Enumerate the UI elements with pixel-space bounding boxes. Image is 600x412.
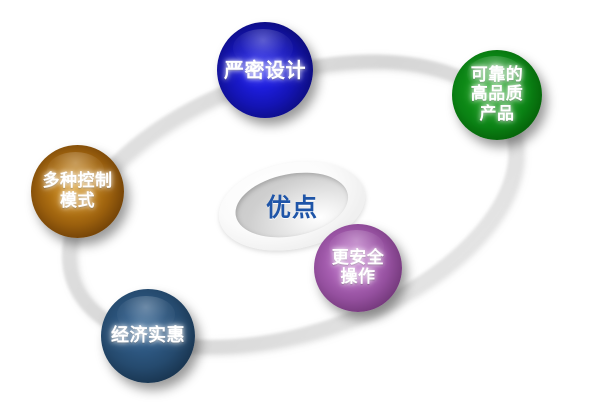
node-design[interactable]: 严密设计: [217, 22, 313, 118]
node-quality[interactable]: 可靠的 高品质 产品: [452, 50, 542, 140]
node-control-line-1: 多种控制: [42, 171, 113, 192]
node-control-line-2: 模式: [60, 190, 95, 211]
node-quality-line-1: 可靠的: [470, 65, 524, 86]
node-quality-line-2: 高品质: [470, 84, 524, 105]
node-control-label: 多种控制 模式: [39, 172, 117, 210]
node-control[interactable]: 多种控制 模式: [31, 145, 124, 238]
node-economy[interactable]: 经济实惠: [101, 289, 195, 383]
node-safety-line-2: 操作: [340, 267, 376, 287]
node-quality-label: 可靠的 高品质 产品: [467, 66, 528, 123]
node-design-label: 严密设计: [224, 57, 306, 82]
node-safety-line-1: 更安全: [331, 247, 385, 268]
node-safety-label: 更安全 操作: [328, 247, 389, 287]
node-safety[interactable]: 更安全 操作: [314, 224, 402, 312]
node-economy-label: 经济实惠: [111, 324, 185, 346]
node-quality-line-3: 产品: [479, 103, 515, 124]
